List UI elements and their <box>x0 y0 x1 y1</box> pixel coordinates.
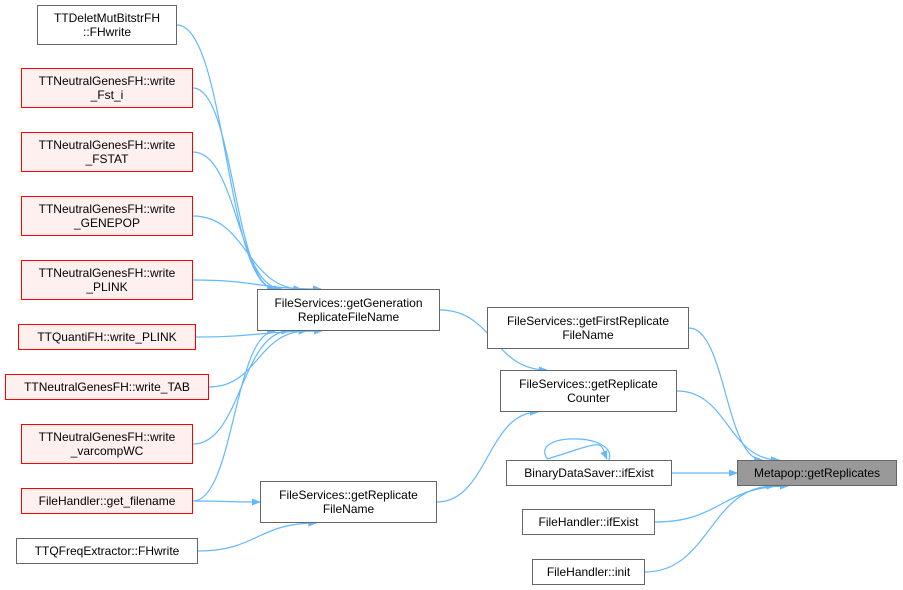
node-label-line: ::FHwrite <box>83 25 131 39</box>
node-label-line: BinaryDataSaver::ifExist <box>524 466 654 480</box>
edge-fstat-to-getgen <box>192 151 283 293</box>
node-label-line: FileServices::getGeneration <box>274 296 423 310</box>
edge-fst_i-to-getgen <box>192 87 277 293</box>
node-label-line: FileServices::getReplicate <box>279 488 418 502</box>
edge-get_filename-to-getrepfile <box>192 498 261 506</box>
node-fileservices-getreplicatecounter[interactable]: FileServices::getReplicate Counter <box>500 370 677 412</box>
edge-tqfreq-to-getrepfile <box>197 519 318 552</box>
edge-get_filename-to-getgen <box>192 327 277 502</box>
node-label-line: FileHandler::init <box>546 565 631 579</box>
node-label-line: _varcompWC <box>70 444 144 458</box>
node-label-line: _PLINK <box>86 280 128 294</box>
node-ttneutralgenesfh-write-tab[interactable]: TTNeutralGenesFH::write_TAB <box>5 374 209 400</box>
node-fileservices-getgenerationreplicatefilename[interactable]: FileServices::getGeneration ReplicateFil… <box>257 289 440 331</box>
node-label-line: TTNeutralGenesFH::write <box>38 74 176 88</box>
node-ttqfreqextractor-fhwrite[interactable]: TTQFreqExtractor::FHwrite <box>16 538 198 564</box>
node-ttneutralgenesfh-write-varcompwc[interactable]: TTNeutralGenesFH::write _varcompWC <box>21 424 193 464</box>
node-label-line: TTNeutralGenesFH::write <box>38 430 176 444</box>
edge-genepop-to-getgen <box>192 215 303 293</box>
node-label-line: TTNeutralGenesFH::write <box>38 138 176 152</box>
node-label-line: TTNeutralGenesFH::write <box>38 266 176 280</box>
node-ttneutralgenesfh-write-plink[interactable]: TTNeutralGenesFH::write _PLINK <box>21 260 193 300</box>
edge-getcounter-to-metapop <box>676 390 781 464</box>
node-label-line: TTDeletMutBitstrFH <box>53 11 160 25</box>
node-binarydatasaver-ifexist[interactable]: BinaryDataSaver::ifExist <box>506 460 672 486</box>
edge-fh_ifexist-to-metapop <box>654 482 789 523</box>
edge-fh_init-to-metapop <box>644 482 776 573</box>
node-label-line: _GENEPOP <box>73 216 141 230</box>
node-fileservices-getfirstreplicatefilename[interactable]: FileServices::getFirstReplicate FileName <box>487 307 689 349</box>
edge-getrepfile-to-getcounter <box>436 408 539 503</box>
node-label-line: Counter <box>567 391 610 405</box>
edge-quanti_plink-to-getgen <box>195 327 323 338</box>
edge-plink-to-getgen <box>192 279 322 293</box>
node-filehandler-init[interactable]: FileHandler::init <box>532 559 645 585</box>
node-label-line: FileName <box>322 502 375 516</box>
node-ttdeletmutbitstrfh-fhwrite[interactable]: TTDeletMutBitstrFH ::FHwrite <box>37 5 177 45</box>
node-label-line: TTQuantiFH::write_PLINK <box>37 330 177 344</box>
node-filehandler-get-filename[interactable]: FileHandler::get_filename <box>21 488 193 514</box>
node-label-line: FileServices::getReplicate <box>519 377 658 391</box>
node-label-line: FileName <box>562 328 614 342</box>
node-label-line: TTNeutralGenesFH::write <box>38 202 176 216</box>
node-fileservices-getreplicatefilename[interactable]: FileServices::getReplicate FileName <box>260 481 437 523</box>
node-ttneutralgenesfh-write-genepop[interactable]: TTNeutralGenesFH::write _GENEPOP <box>21 196 193 236</box>
node-ttneutralgenesfh-write-fstat[interactable]: TTNeutralGenesFH::write _FSTAT <box>21 132 193 172</box>
node-ttneutralgenesfh-write-fst-i[interactable]: TTNeutralGenesFH::write _Fst_i <box>21 68 193 108</box>
node-label-line: ReplicateFileName <box>297 310 400 324</box>
edge-tab-to-getgen <box>208 327 308 388</box>
node-label-line: TTNeutralGenesFH::write_TAB <box>24 380 190 394</box>
edge-binary-to-binary <box>544 438 610 460</box>
edges-layer <box>176 24 789 573</box>
node-label-line: FileServices::getFirstReplicate <box>506 314 670 328</box>
node-label-line: _FSTAT <box>85 152 129 166</box>
node-filehandler-ifexist[interactable]: FileHandler::ifExist <box>522 509 655 535</box>
edge-ttdelet-to-getgen <box>176 24 277 293</box>
node-metapop-getreplicates: Metapop::getReplicates <box>737 460 897 486</box>
node-label-line: FileHandler::ifExist <box>538 515 639 529</box>
node-label-line: FileHandler::get_filename <box>38 494 176 508</box>
node-label-line: _Fst_i <box>90 88 124 102</box>
node-ttquantifh-write-plink[interactable]: TTQuantiFH::write_PLINK <box>18 324 196 350</box>
node-label-line: TTQFreqExtractor::FHwrite <box>34 544 180 558</box>
node-label-line: Metapop::getReplicates <box>753 466 881 480</box>
edge-getfirst-to-metapop <box>688 327 764 464</box>
